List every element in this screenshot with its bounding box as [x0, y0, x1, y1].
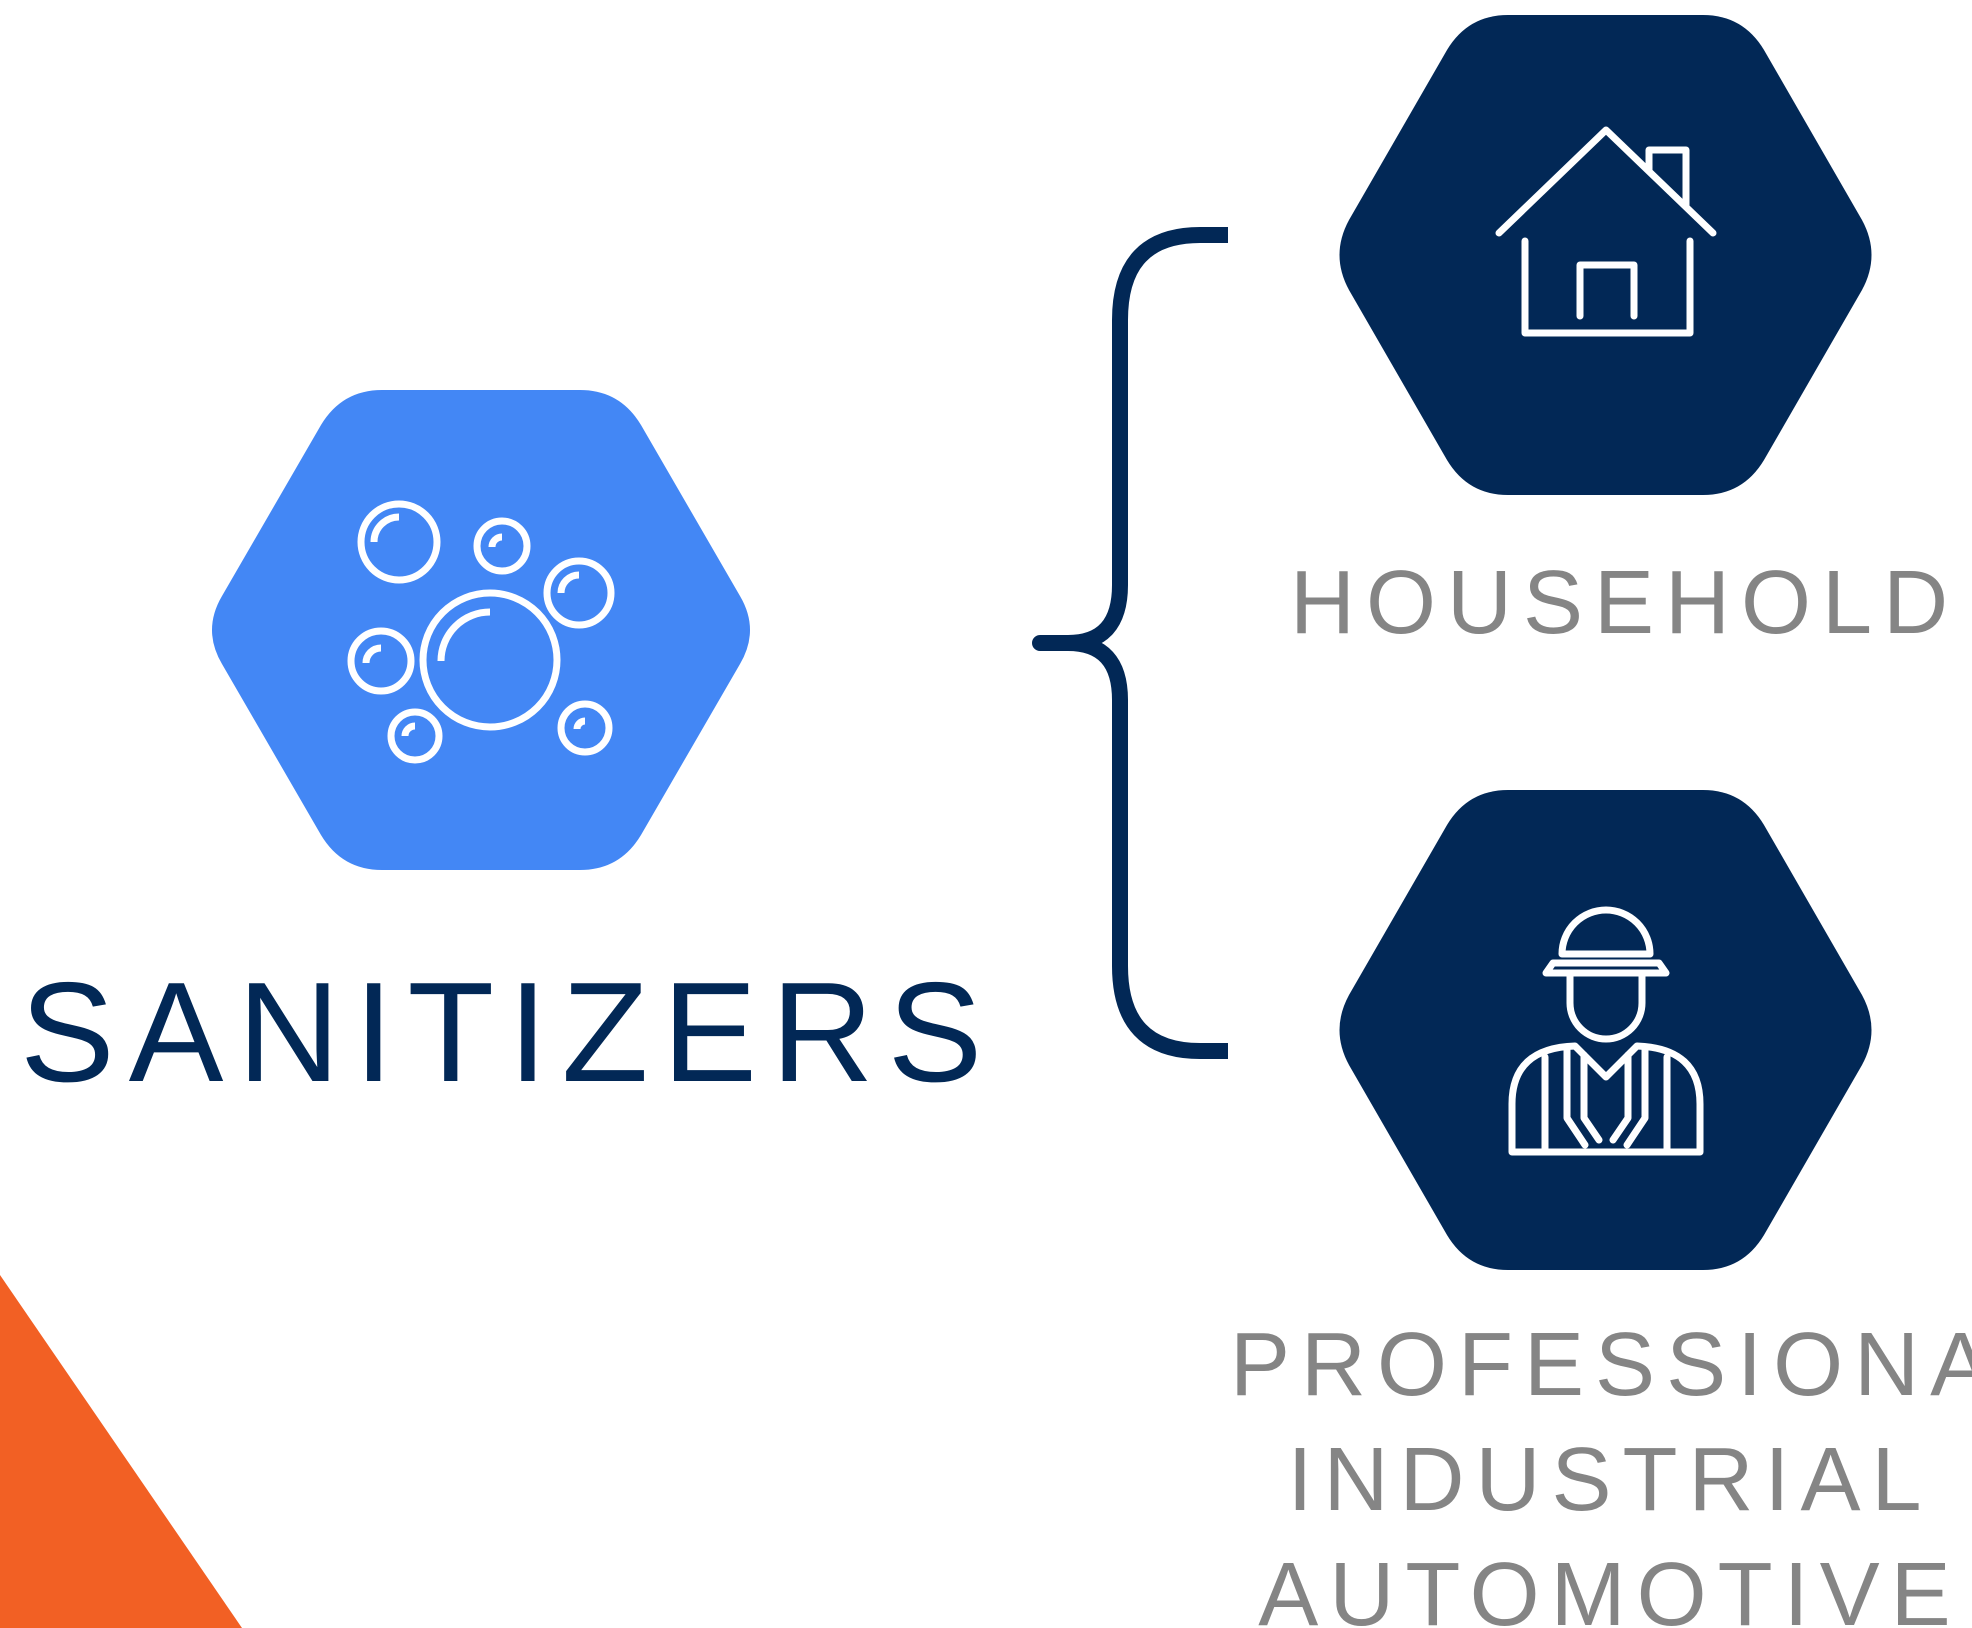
professional-label: PROFESSIONAL	[1230, 1315, 1972, 1415]
orange-corner-triangle	[0, 1275, 242, 1628]
industrial-label: INDUSTRIAL	[1287, 1430, 1933, 1530]
sanitizers-hexagon	[212, 390, 750, 870]
professional-hexagon	[1339, 790, 1872, 1270]
sanitizers-label: SANITIZERS	[20, 953, 997, 1112]
house-icon	[1495, 126, 1717, 337]
worker-icon	[1508, 906, 1704, 1156]
household-label: HOUSEHOLD	[1290, 553, 1960, 653]
household-hexagon	[1339, 15, 1872, 495]
bubbles-icon	[347, 500, 615, 764]
curly-brace-connector	[1032, 227, 1228, 1059]
automotive-label: AUTOMOTIVE	[1258, 1545, 1962, 1628]
